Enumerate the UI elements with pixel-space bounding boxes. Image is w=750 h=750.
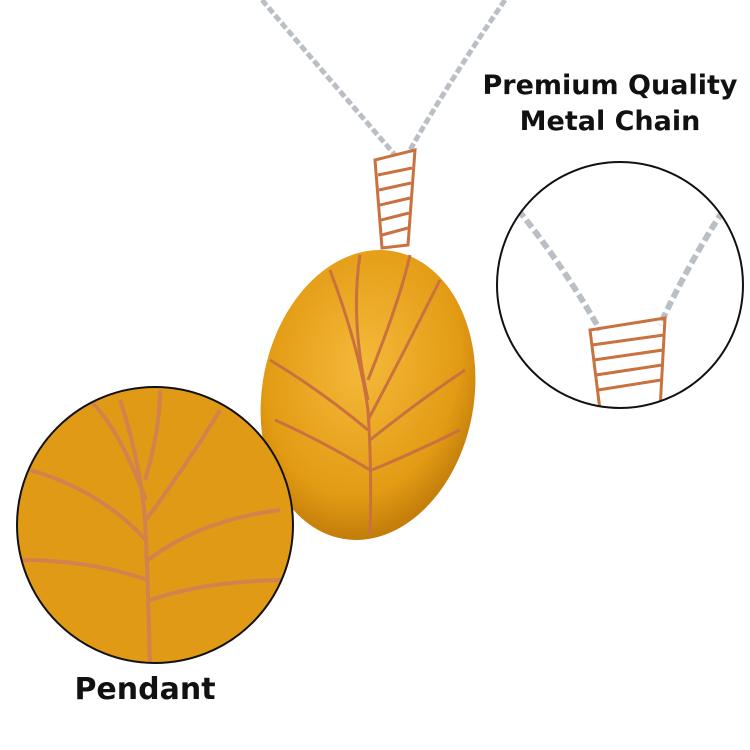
pendant-stone: [260, 250, 476, 540]
chain-callout-line1: Premium Quality: [482, 70, 738, 101]
pendant-callout-label: Pendant: [74, 672, 216, 707]
tree-of-life-wire: [269, 254, 466, 536]
chain-closeup: [496, 161, 744, 409]
wire-bail: [373, 148, 417, 250]
chain-callout-label: Premium Quality Metal Chain: [470, 68, 750, 140]
metal-chain: [260, 0, 508, 157]
pendant-closeup: [16, 386, 294, 664]
chain-callout-line2: Metal Chain: [519, 106, 701, 137]
